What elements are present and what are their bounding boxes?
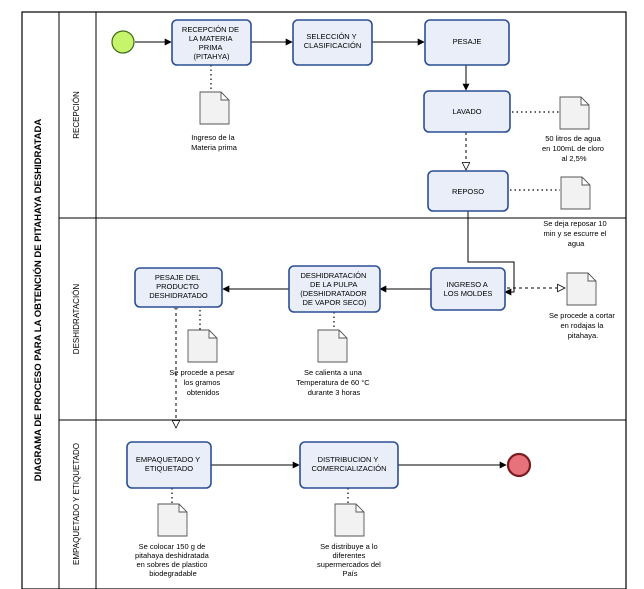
task-line: DE LA PULPA: [310, 280, 357, 289]
note-pesaje: Se procede a pesar los gramos obtenidos: [169, 368, 237, 397]
note-line: biodegradable: [149, 569, 197, 578]
task-line: DESHIDRATADO: [149, 291, 208, 300]
task-line: LA MATERIA: [189, 34, 233, 43]
document-icon: [560, 176, 591, 210]
note-line: Se deja reposar 10: [543, 219, 606, 228]
note-line: Se procede a cortar: [549, 311, 615, 320]
note-line: Temperatura de 60 °C: [296, 378, 370, 387]
document-icon: [559, 96, 590, 130]
task-line: PESAJE: [453, 37, 482, 46]
task-line: LAVADO: [452, 107, 481, 116]
task-lavado[interactable]: LAVADO: [423, 90, 511, 133]
lane-label-deshidratacion: DESHIDRATACIÓN: [72, 284, 81, 355]
task-ingreso-moldes[interactable]: INGRESO A LOS MOLDES: [430, 267, 506, 311]
task-line: PESAJE DEL: [155, 273, 200, 282]
note-line: Se colocar 150 g de: [139, 542, 206, 551]
task-line: DISTRIBUCION Y: [318, 455, 379, 464]
note-line: Se calienta a una: [304, 368, 363, 377]
note-line: al 2,5%: [561, 154, 586, 163]
note-ingreso-materia: Ingreso de la Materia prima: [191, 133, 238, 152]
svg-text:DISTRIBUCION Y COMERCIAL: DISTRIBUCION Y COMERCIALIZACIÓN: [311, 455, 386, 473]
svg-text:LAVADO: LAVADO: [452, 107, 481, 116]
svg-text:RECEPCIÓN DE LA MATERIA: RECEPCIÓN DE LA MATERIA PRIMA (PITAHYA): [182, 25, 241, 61]
note-line: País: [342, 569, 357, 578]
task-line: SELECCIÓN Y: [306, 32, 356, 41]
task-line: EMPAQUETADO Y: [136, 455, 200, 464]
task-reposo[interactable]: REPOSO: [427, 170, 509, 212]
note-moldes: Se procede a cortar en rodajas la pitaha…: [549, 311, 617, 340]
note-empaquetado: Se colocar 150 g de pitahaya deshidratad…: [135, 542, 211, 578]
svg-text:PESAJE: PESAJE: [453, 37, 482, 46]
document-icon: [566, 272, 597, 306]
task-line: PRIMA: [199, 43, 223, 52]
start-event[interactable]: [111, 30, 135, 54]
associations: [171, 65, 560, 504]
note-line: Ingreso de la: [191, 133, 235, 142]
flow-reposo-to-moldes: [467, 211, 515, 296]
task-line: CLASIFICACIÓN: [304, 41, 362, 50]
lane-label-empaquetado: EMPAQUETADO Y ETIQUETADO: [72, 443, 81, 565]
task-line: INGRESO A: [447, 280, 488, 289]
task-deshidratacion-pulpa[interactable]: DESHIDRATACIÓN DE LA PULPA (DESHIDRATADO…: [288, 265, 381, 313]
note-line: diferentes: [332, 551, 365, 560]
note-line: Se procede a pesar: [169, 368, 235, 377]
message-flows: [176, 132, 565, 428]
task-line: ETIQUETADO: [145, 464, 193, 473]
note-lavado: 50 litros de agua en 100mL de cloro al 2…: [542, 134, 606, 163]
document-icon: [187, 329, 218, 363]
note-line: en rodajas la: [560, 321, 604, 330]
document-icon: [199, 91, 230, 125]
task-pesaje-producto[interactable]: PESAJE DEL PRODUCTO DESHIDRATADO: [134, 267, 223, 308]
task-line: (PITAHYA): [194, 52, 230, 61]
svg-text:PESAJE DEL PRODUCTO: PESAJE DEL PRODUCTO DESHIDRATADO: [149, 273, 208, 300]
data-objects: [157, 91, 597, 537]
note-line: Materia prima: [191, 143, 238, 152]
task-empaquetado[interactable]: EMPAQUETADO Y ETIQUETADO: [126, 441, 212, 489]
note-line: min y se escurre el: [543, 229, 606, 238]
task-line: LOS MOLDES: [444, 289, 493, 298]
sequence-flows: [135, 38, 515, 469]
task-line: DESHIDRATACIÓN: [300, 271, 366, 280]
task-pesaje[interactable]: PESAJE: [424, 19, 510, 66]
note-reposo: Se deja reposar 10 min y se escurre el a…: [543, 219, 608, 248]
task-recepcion-materia[interactable]: RECEPCIÓN DE LA MATERIA PRIMA (PITAHYA): [171, 19, 252, 66]
svg-text:INGRESO A LOS MOLDES: INGRESO A LOS MOLDES: [444, 280, 493, 298]
note-line: agua: [568, 239, 586, 248]
pool-title: DIAGRAMA DE PROCESO PARA LA OBTENCIÓN DE…: [32, 119, 44, 482]
svg-text:REPOSO: REPOSO: [452, 187, 484, 196]
lane-label-recepcion: RECEPCIÓN: [72, 91, 81, 139]
note-line: durante 3 horas: [308, 388, 361, 397]
end-event[interactable]: [506, 452, 532, 478]
task-line: COMERCIALIZACIÓN: [311, 464, 386, 473]
document-icon: [334, 503, 365, 537]
task-line: RECEPCIÓN DE: [182, 25, 239, 34]
note-line: Se distribuye a lo: [320, 542, 378, 551]
task-distribucion[interactable]: DISTRIBUCION Y COMERCIALIZACIÓN: [299, 441, 399, 489]
task-line: DE VAPOR SECO): [302, 298, 367, 307]
note-line: supermercados del: [317, 560, 381, 569]
note-line: en sobres de plastico: [137, 560, 208, 569]
task-line: REPOSO: [452, 187, 484, 196]
note-line: obtenidos: [187, 388, 220, 397]
svg-text:SELECCIÓN Y CLASIFICACIÓ: SELECCIÓN Y CLASIFICACIÓN: [304, 32, 362, 50]
note-line: pitahaya deshidratada: [135, 551, 210, 560]
note-deshidratacion: Se calienta a una Temperatura de 60 °C d…: [296, 368, 372, 397]
svg-text:DESHIDRATACIÓN DE LA PUL: DESHIDRATACIÓN DE LA PULPA (DESHIDRATADO…: [300, 271, 368, 307]
svg-text:EMPAQUETADO Y ETIQUETADO: EMPAQUETADO Y ETIQUETADO: [136, 455, 202, 473]
note-line: pitahaya.: [568, 331, 598, 340]
task-line: (DESHIDRATADOR: [300, 289, 367, 298]
document-icon: [317, 329, 348, 363]
note-line: 50 litros de agua: [545, 134, 601, 143]
task-line: PRODUCTO: [156, 282, 199, 291]
document-icon: [157, 503, 188, 537]
task-seleccion[interactable]: SELECCIÓN Y CLASIFICACIÓN: [292, 19, 373, 66]
note-line: los gramos: [184, 378, 221, 387]
note-line: en 100mL de cloro: [542, 144, 604, 153]
note-distribucion: Se distribuye a lo diferentes supermerca…: [317, 542, 383, 578]
